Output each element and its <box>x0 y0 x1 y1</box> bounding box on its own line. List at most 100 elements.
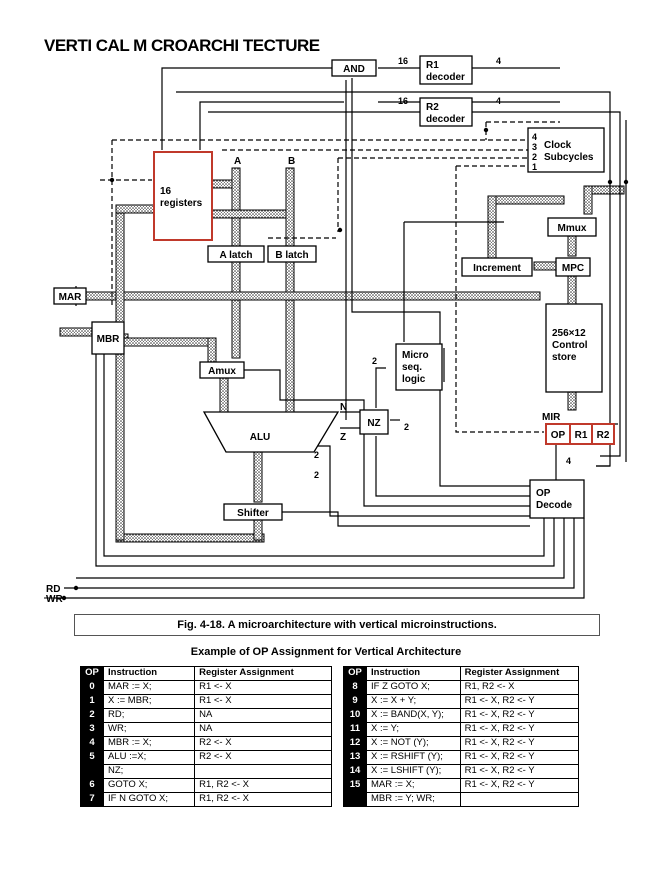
width-2-alu: 2 <box>314 450 319 460</box>
clock-label: Clock <box>544 140 572 151</box>
register-cell <box>194 764 332 779</box>
shifter-label: Shifter <box>237 508 269 519</box>
op-cell: 10 <box>343 708 367 723</box>
a-latch-label: A latch <box>220 250 253 261</box>
control-label: Control <box>552 340 588 351</box>
mpc-box: MPC <box>555 257 591 277</box>
width-4-mir: 4 <box>566 456 571 466</box>
instruction-cell: NZ; <box>102 764 196 779</box>
register-cell: R1 <- X, R2 <- Y <box>459 750 580 765</box>
op-cell: 3 <box>80 722 104 737</box>
control-store-size: 256×12 <box>552 328 586 339</box>
register-cell: NA <box>194 708 332 723</box>
table-header-row: OP Instruction Register Assignment <box>343 666 580 681</box>
table-title: Example of OP Assignment for Vertical Ar… <box>190 646 462 658</box>
instruction-cell: ALU :=X; <box>102 750 196 765</box>
register-cell: R2 <- X <box>194 736 332 751</box>
r2-decoder-line1: R2 <box>426 102 439 113</box>
mbr-label: MBR <box>97 334 121 345</box>
op-cell: 15 <box>343 778 367 793</box>
logic-label: logic <box>402 374 426 385</box>
register-cell: NA <box>194 722 332 737</box>
alu-label: ALU <box>250 432 271 443</box>
op-cell: 5 <box>80 750 104 765</box>
instruction-cell: IF N GOTO X; <box>102 792 196 807</box>
r1-decoder: R1 decoder <box>419 55 473 85</box>
op-decode-line1: OP <box>536 488 551 499</box>
increment-box: Increment <box>461 257 533 277</box>
instruction-cell: MAR := X; <box>102 680 196 695</box>
microarchitecture-diagram: AND R1 decoder R2 decoder 16 16 4 4 4 3 … <box>44 55 629 605</box>
op-cell: 14 <box>343 764 367 779</box>
increment-label: Increment <box>473 263 521 274</box>
instruction-cell: GOTO X; <box>102 778 196 793</box>
instruction-cell: MAR := X; <box>366 778 461 793</box>
mir-register: OP R1 R2 <box>545 423 615 445</box>
clock-num-2: 2 <box>532 152 537 162</box>
register-cell: R1 <- X, R2 <- Y <box>459 722 580 737</box>
instruction-cell: X := Y; <box>366 722 461 737</box>
a-latch: A latch <box>207 245 265 263</box>
subcycles-label: Subcycles <box>544 152 594 163</box>
table-row: MBR := Y; WR; <box>343 792 580 807</box>
and-gate: AND <box>331 59 377 77</box>
mmux-label: Mmux <box>558 223 587 234</box>
mir-op-field: OP <box>551 430 566 441</box>
op-cell: 12 <box>343 736 367 751</box>
bus-width-16-r1: 16 <box>398 56 408 66</box>
r1-decoder-line1: R1 <box>426 60 439 71</box>
r1-decoder-line2: decoder <box>426 72 465 83</box>
b-latch: B latch <box>267 245 317 263</box>
op-header: OP <box>80 666 104 681</box>
amux-label: Amux <box>208 366 236 377</box>
table-header-row: OP Instruction Register Assignment <box>80 666 332 681</box>
instruction-cell: MBR := X; <box>102 736 196 751</box>
clock-num-3: 3 <box>532 142 537 152</box>
micro-seq-logic: Micro seq. logic <box>395 343 443 391</box>
op-cell: 7 <box>80 792 104 807</box>
mir-r1-field: R1 <box>575 430 588 441</box>
op-cell: 2 <box>80 708 104 723</box>
mmux-box: Mmux <box>547 217 597 237</box>
clock-num-1: 1 <box>532 162 537 172</box>
op-cell: 9 <box>343 694 367 709</box>
op-cell: 8 <box>343 680 367 695</box>
rd-label: RD <box>46 584 60 595</box>
nz-label: NZ <box>367 418 380 429</box>
width-2-shifter: 2 <box>314 470 319 480</box>
instruction-cell: RD; <box>102 708 196 723</box>
instruction-cell: WR; <box>102 722 196 737</box>
wr-label: WR <box>46 594 63 605</box>
bus-width-4-r2: 4 <box>496 96 501 106</box>
table-row: NZ; <box>80 764 332 779</box>
op-cell <box>343 792 367 807</box>
clock-num-4: 4 <box>532 132 537 142</box>
register-header: Register Assignment <box>459 666 580 681</box>
mar-label: MAR <box>59 292 83 303</box>
register-cell: R1 <- X, R2 <- Y <box>459 708 580 723</box>
op-cell: 11 <box>343 722 367 737</box>
instruction-header: Instruction <box>102 666 196 681</box>
register-cell: R2 <- X <box>194 750 332 765</box>
micro-label: Micro <box>402 350 429 361</box>
register-cell: R1 <- X, R2 <- Y <box>459 764 580 779</box>
control-wires <box>54 67 627 599</box>
instruction-cell: IF Z GOTO X; <box>366 680 461 695</box>
instruction-header: Instruction <box>366 666 461 681</box>
register-cell <box>459 792 580 807</box>
z-flag-label: Z <box>340 432 346 443</box>
shifter-box: Shifter <box>223 503 283 521</box>
op-cell: 6 <box>80 778 104 793</box>
